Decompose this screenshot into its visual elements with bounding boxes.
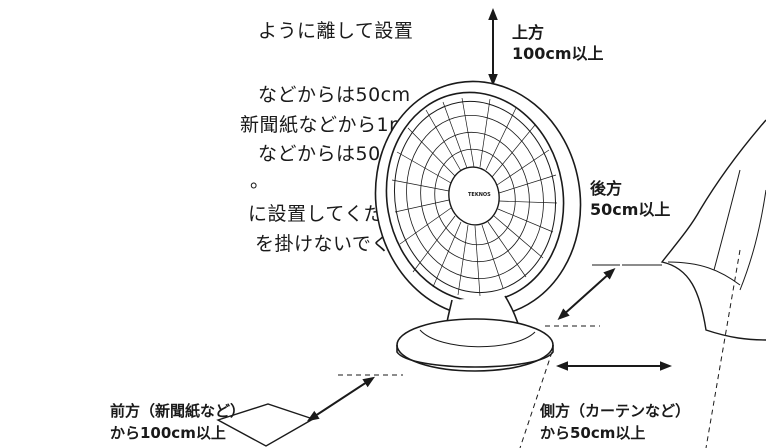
- instruction-line: などからは50cm: [258, 143, 411, 165]
- front-clearance-arrow: [306, 376, 376, 422]
- brand-logo: TEKNOS: [468, 192, 491, 198]
- front-clearance-label: 前方（新聞紙など） から100cm以上: [110, 402, 246, 442]
- back-clearance-label: 後方 50cm以上: [590, 179, 671, 219]
- fan-heater-drawing: [374, 80, 582, 372]
- instruction-line: 。: [250, 170, 270, 192]
- dashed-guides: [338, 249, 741, 448]
- side-clearance-label: 側方（カーテンなど） から50cm以上: [540, 402, 691, 442]
- curtain-drawing: [660, 119, 766, 341]
- back-clearance-arrow: [557, 267, 616, 321]
- instruction-line: 新聞紙などから1m: [240, 114, 409, 136]
- top-clearance-label: 上方 100cm以上: [512, 23, 604, 63]
- instruction-line: ように離して設置: [258, 20, 414, 42]
- instruction-line: などからは50cm: [258, 84, 411, 106]
